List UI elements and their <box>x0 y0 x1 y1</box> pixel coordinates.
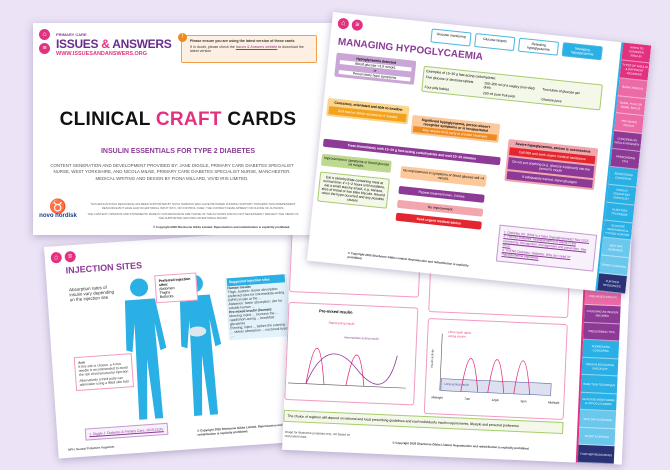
side-tab[interactable]: SICK DAY GUIDANCE <box>579 410 617 430</box>
brand-ampersand: & <box>101 37 110 51</box>
bolus-curves <box>460 358 531 395</box>
menu-icon[interactable]: ≡ <box>64 250 77 263</box>
brand-small: PRIMARY CARE <box>56 32 87 37</box>
intermediate-curve <box>305 353 398 385</box>
disclaimer-text: THIS EDUCATIONAL RESOURCE HAS BEEN SUPPO… <box>90 202 296 210</box>
menu-icon[interactable]: ≡ <box>351 19 364 32</box>
copyright: © Copyright 2026 Sherborne Gibbs Limited… <box>392 440 530 451</box>
reference-link[interactable]: 1. Diggle J. Diabetes & Primary Care. 20… <box>84 422 169 441</box>
arm-text: Alternatively a third party can administ… <box>79 375 129 387</box>
rapid-acting-curve <box>305 348 325 385</box>
y-axis <box>439 333 443 391</box>
x-tick: 7am <box>464 396 471 401</box>
side-tabs: WHEN TO CONSIDER INSULIN TYPES OF INSULI… <box>595 42 652 295</box>
long-acting-band <box>440 378 552 396</box>
home-icon[interactable]: ⌂ <box>50 251 63 264</box>
cover-card: ⌂ ≡ PRIMARY CARE ISSUES & ANSWERS WWW.IS… <box>33 23 333 235</box>
side-tab[interactable]: INSULIN EDUCATION CHECKLIST <box>581 357 619 377</box>
x-tick: Midnight <box>431 395 443 400</box>
conscious-box: Conscious, orientated and able to swallo… <box>326 97 410 125</box>
warning-icon: ! <box>178 33 187 42</box>
warning-title: Please ensure you are using the latest v… <box>190 39 295 43</box>
tab-managing-hypo[interactable]: Managing hypoglycaemia <box>561 42 603 61</box>
tab-detecting-hypo[interactable]: Detecting hypoglycaemia <box>517 37 560 56</box>
side-tab[interactable]: PRESCRIBING TIPS <box>583 322 620 342</box>
main-title: CLINICAL CRAFT CARDS <box>33 109 323 131</box>
disclaimer-text: THE CONTENT, OPINIONS AND STATEMENTS MAD… <box>87 212 299 220</box>
improvement-box: Improvement in symptoms or blood glucose… <box>320 153 392 173</box>
title-word: CLINICAL <box>59 109 156 130</box>
side-tab[interactable]: CHOOSING AN INSULIN REGIMEN <box>583 304 621 325</box>
card-title: INJECTION SITES <box>65 260 143 276</box>
logo-text: novo nordisk <box>39 213 77 219</box>
rapid-acting-curve <box>345 354 365 387</box>
side-tab[interactable]: ADDRESSING CONCERNS <box>582 339 620 360</box>
hypo-detected-box: Hypoglycaemia detected Blood glucose <3.… <box>334 52 417 85</box>
body-back-figure <box>124 278 167 420</box>
evening-text: Evening: inject ... before the evening .… <box>229 322 288 339</box>
disclaimer: THIS EDUCATIONAL RESOURCE HAS BEEN SUPPO… <box>87 202 299 221</box>
severe-box: Severe hypoglycaemia, person is unconsci… <box>504 139 599 191</box>
credit-line: CONTENT GENERATION AND DEVELOPMENT PROVI… <box>50 163 294 174</box>
basal-bolus-curves <box>439 333 552 396</box>
side-tab[interactable]: FURTHER RESOURCES <box>597 273 627 295</box>
examples-box: Examples of 15–20 g fast-acting carbohyd… <box>421 65 603 111</box>
warning-text: to download the latest version <box>190 45 304 53</box>
suggested-title: Suggested injection sites <box>226 274 286 287</box>
basal-bolus-chart-panel: Insulin activity Ultra rapid/ rapid-acti… <box>423 318 568 421</box>
significant-box: Significant hypoglycaemia, person doesn'… <box>410 114 501 143</box>
tab-glucose-monitoring[interactable]: Glucose monitoring <box>430 28 472 47</box>
suggested-sites-panel: Suggested injection sites Human insulin … <box>224 274 291 341</box>
home-icon[interactable]: ⌂ <box>337 17 350 30</box>
version-warning: ! Please ensure you are using the latest… <box>178 33 317 63</box>
side-tab[interactable]: INJECTION TECHNIQUE <box>580 375 618 395</box>
body-figures <box>124 274 222 420</box>
x-tick: 6pm <box>520 399 527 404</box>
brand-main: ISSUES & ANSWERS <box>56 37 172 51</box>
warning-text: If in doubt, please check the <box>190 45 236 49</box>
novo-nordisk-logo: ♉ novo nordisk <box>39 199 77 219</box>
managing-hypoglycaemia-card: ⌂≡ MANAGING HYPOGLYCAEMIA Glucose monito… <box>306 12 652 295</box>
side-tab[interactable]: SPORT & DRIVING <box>578 427 616 447</box>
tab-glucose-targets[interactable]: Glucose targets <box>474 33 516 52</box>
website-link[interactable]: Issues & Answers website <box>235 45 278 49</box>
brand-word: ISSUES <box>56 37 102 51</box>
issues-answers-logo: PRIMARY CARE ISSUES & ANSWERS WWW.ISSUES… <box>56 32 172 57</box>
arm-text: If this site is chosen, a 4 mm needle is… <box>78 361 129 377</box>
references-box: 1. Diabetes UK. What is a hypo (hypoglyc… <box>495 224 598 272</box>
image-note: Image for illustrative purposes only; no… <box>284 429 351 439</box>
no-improvement-question-box: No improvement in symptoms or blood gluc… <box>400 165 487 187</box>
x-tick: 12pm <box>491 397 500 403</box>
premixed-curves <box>287 348 406 389</box>
premixed-chart-panel: Pre-mixed insulin Rapid-acting insulin I… <box>284 301 419 406</box>
bull-icon: ♉ <box>49 198 67 214</box>
abdomen-site <box>188 326 207 337</box>
brand-word: ANSWERS <box>109 37 172 51</box>
brand-url[interactable]: WWW.ISSUESANDANSWERS.ORG <box>56 51 148 57</box>
credit-line: MEDICAL WRITING AND DESIGN BY FIONA MILL… <box>95 176 249 182</box>
insulin-regimens-card: Pre-mixed insulin Rapid-acting insulin I… <box>282 222 632 465</box>
side-tab[interactable]: FURTHER RESOURCES <box>577 445 615 465</box>
side-tab[interactable]: GLUCOSE MONITORING & HYPOGLYCAEMIA <box>580 392 617 412</box>
title-word: CRAFT <box>155 109 222 130</box>
subtitle: INSULIN ESSENTIALS FOR TYPE 2 DIABETES <box>100 148 256 155</box>
arm-box: Arm If this site is chosen, a 4 mm needl… <box>73 353 134 392</box>
eat-carb-box: Eat a carbohydrate-containing meal at no… <box>317 171 390 209</box>
site-item: Buttocks <box>159 294 174 300</box>
menu-icon[interactable]: ≡ <box>39 43 50 54</box>
abbreviation-note: NPH: Neutral Protamine Hagedorn. <box>68 444 116 452</box>
injection-sites-card: ⌂≡ INJECTION SITES Absorption rates of i… <box>44 226 349 459</box>
credits: CONTENT GENERATION AND DEVELOPMENT PROVI… <box>47 163 297 184</box>
title-word: CARDS <box>221 109 297 130</box>
x-tick: Midnight <box>547 400 560 405</box>
copyright: © Copyright 2026 Sherborne Gibbs Limited… <box>153 225 291 229</box>
home-icon[interactable]: ⌂ <box>39 29 50 40</box>
preferred-sites-box: Preferred injection sites: Abdomen Thigh… <box>154 272 199 304</box>
